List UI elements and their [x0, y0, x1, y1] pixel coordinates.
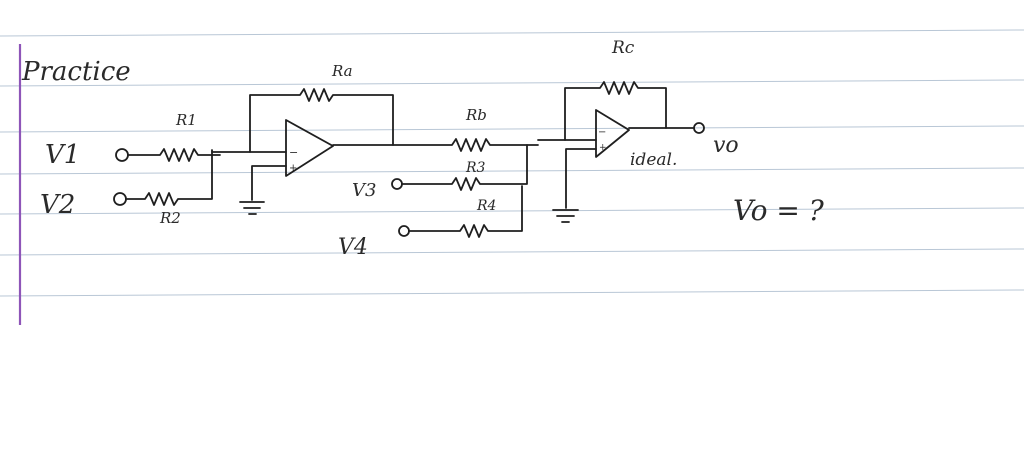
question-text: Vo = ? [733, 194, 825, 227]
v4-terminal [398, 225, 410, 237]
v3-label: V3 [352, 180, 376, 201]
opamp-1 [285, 119, 334, 177]
v2-label: V2 [40, 190, 75, 220]
opamp2-plus: + [599, 143, 607, 153]
output-terminal [693, 122, 705, 134]
ideal-note: ideal. [630, 150, 677, 170]
vo-output-label: vo [713, 133, 739, 158]
page-title: Practice [21, 57, 131, 87]
ground-1-icon [239, 201, 265, 215]
r2-label: R2 [159, 209, 181, 227]
ground-2-icon [552, 209, 579, 223]
opamp1-minus: − [289, 146, 298, 159]
r1-resistor [127, 148, 221, 162]
rc-feedback-resistor [564, 81, 667, 141]
rc-label: Rc [611, 38, 635, 58]
r2-resistor [125, 149, 213, 206]
v3-terminal [391, 178, 403, 190]
rb-resistor [332, 138, 539, 152]
v1-terminal [115, 148, 129, 162]
r3-resistor [401, 144, 528, 191]
r3-label: R3 [465, 160, 486, 176]
rb-label: Rb [465, 106, 487, 124]
r4-resistor [408, 185, 523, 238]
opamp2-noninverting-wire [565, 148, 597, 209]
v1-label: V1 [45, 140, 80, 170]
ra-label: Ra [331, 62, 353, 80]
ra-feedback-resistor [249, 88, 394, 153]
r4-label: R4 [476, 198, 496, 214]
opamp1-plus: + [289, 163, 297, 174]
v2-terminal [113, 192, 127, 206]
opamp-2 [595, 109, 630, 158]
ruled-lines [0, 29, 1024, 297]
opamp2-minus: − [598, 127, 606, 138]
v4-label: V4 [338, 235, 368, 260]
opamp1-noninverting-wire [251, 165, 287, 201]
r1-label: R1 [175, 111, 197, 129]
